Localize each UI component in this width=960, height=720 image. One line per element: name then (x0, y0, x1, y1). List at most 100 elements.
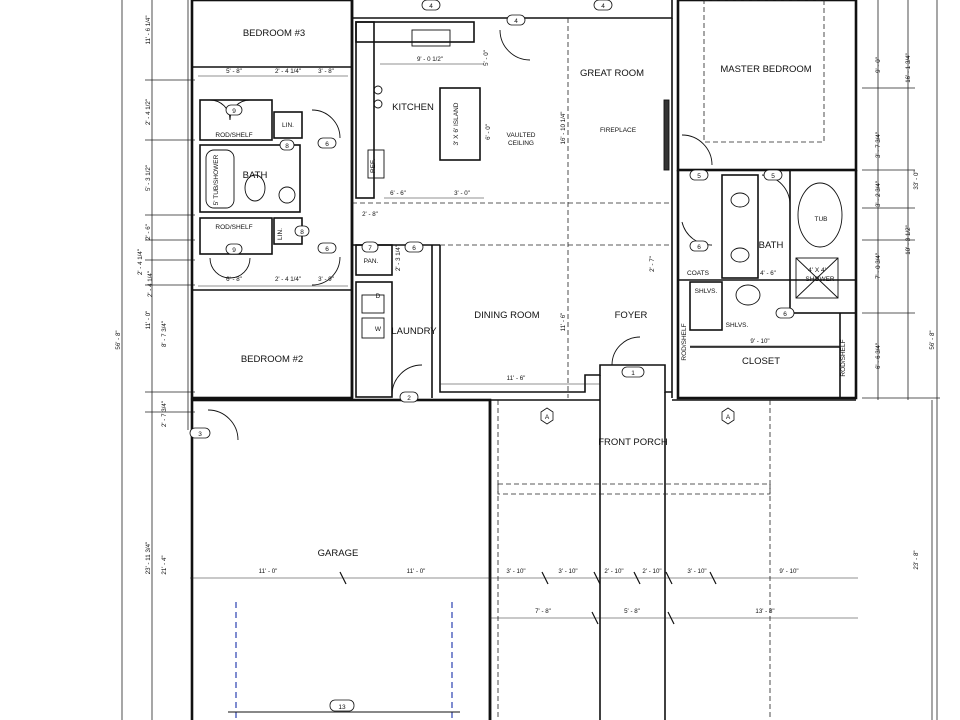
kitchen-sink (411, 29, 451, 47)
door-tag: 8 (300, 229, 304, 236)
door-tag: 9 (232, 108, 236, 115)
dim-label: 5' - 8" (226, 68, 242, 75)
dim-label: 9' - 10" (779, 568, 798, 575)
label-shlvs-2: SHLVS. (726, 322, 749, 329)
dim-label: 6' - 8" (226, 276, 242, 283)
dim-label: 11' - 6" (560, 313, 567, 332)
dim-label: 2' - 4 1/4" (275, 276, 301, 283)
door-tag: 7 (368, 245, 372, 252)
door-tag: 2 (407, 395, 411, 402)
label-rod-shelf-1: ROD/SHELF (215, 132, 252, 139)
door-tag: 6 (412, 245, 416, 252)
room-label-garage: GARAGE (318, 548, 359, 559)
dim-label: 16' - 10 1/4" (560, 112, 567, 145)
label-shower: SHOWER (805, 276, 835, 283)
section-marker-a-2: A (726, 414, 731, 421)
shower-pan (795, 257, 839, 299)
label-rod-shelf-2: ROD/SHELF (215, 224, 252, 231)
dim-labels-h: 5' - 8" 2' - 4 1/4" 3' - 8" 9' - 0 1/2" … (226, 50, 798, 615)
dim-label: 3' - 8" (318, 68, 334, 75)
section-markers: A A (540, 407, 735, 425)
dim-label: 9' - 0" (875, 57, 882, 73)
room-label-great-room: GREAT ROOM (580, 68, 644, 79)
door-tag: 13 (338, 704, 346, 711)
fixture-labels: ROD/SHELF ROD/SHELF LIN. LIN. 5' TUB/SHO… (213, 102, 847, 376)
dim-label: 11' - 0" (145, 311, 152, 330)
room-label-bedroom2: BEDROOM #2 (241, 354, 303, 365)
door-tag: 5 (697, 173, 701, 180)
label-island: 3' X 6' ISLAND (453, 102, 460, 145)
door-tag: 3 (198, 431, 202, 438)
dim-label: 10' - 3 1/2" (905, 225, 912, 255)
dim-label: 2' - 4 1/4" (137, 249, 144, 275)
dim-label: 8' - 7 3/4" (161, 321, 168, 347)
fixtures (205, 29, 843, 339)
dim-label: 3' - 10" (558, 568, 577, 575)
dim-label: 2' - 4 1/4" (275, 68, 301, 75)
door-tag: 1 (631, 370, 635, 377)
door-tag: 4 (514, 18, 518, 25)
room-label-closet: CLOSET (742, 356, 780, 367)
label-lin-2: LIN. (277, 228, 284, 240)
dim-labels-left: 11' - 6 1/4" 2' - 4 1/2" 5' - 3 1/2" 2' … (115, 15, 168, 574)
room-label-bath-2: BATH (759, 240, 784, 251)
door-tag: 9 (232, 247, 236, 254)
toilet-master (735, 284, 761, 306)
label-ref: REF. (370, 159, 377, 173)
room-label-dining-room: DINING ROOM (474, 310, 540, 321)
door-tag: 5 (771, 173, 775, 180)
dim-label: 7' - 0 3/4" (875, 253, 882, 279)
dim-label: 3' - 0" (454, 190, 470, 197)
room-label-front-porch: FRONT PORCH (598, 437, 668, 448)
dim-label: 6' - 0" (485, 124, 492, 140)
dim-label: 11' - 0" (407, 568, 426, 575)
door-swings (207, 29, 791, 441)
dim-lines-h (190, 63, 858, 619)
dim-label: 13' - 8" (755, 608, 774, 615)
dim-label: 5' - 8" (624, 608, 640, 615)
dim-label: 2' - 7" (649, 256, 656, 272)
door-tag: 6 (783, 311, 787, 318)
sink-1 (730, 192, 750, 208)
label-vaulted: VAULTED (506, 132, 535, 139)
dim-label: 2' - 7 3/4" (161, 401, 168, 427)
dim-label: 4' - 6" (760, 270, 776, 277)
label-tub: TUB (815, 216, 828, 223)
dim-label: 6' - 6 3/4" (875, 343, 882, 369)
dim-label: 9' - 0 1/2" (417, 56, 443, 63)
room-label-kitchen: KITCHEN (392, 102, 434, 113)
dim-label: 56' - 8" (929, 330, 936, 349)
label-fireplace: FIREPLACE (600, 127, 637, 134)
fireplace (663, 99, 670, 171)
label-ceiling: CEILING (508, 140, 534, 147)
label-shlvs-1: SHLVS. (695, 288, 718, 295)
label-coats: COATS (687, 270, 710, 277)
door-tags: 4 4 4 6 6 8 8 9 9 7 6 5 5 6 6 2 1 3 13 (189, 0, 795, 712)
label-washer: W (375, 326, 382, 333)
dim-label: 33' - 0" (913, 170, 920, 189)
dim-label: 23' - 11 3/4" (145, 542, 152, 575)
room-label-bath-1: BATH (243, 170, 268, 181)
door-tag: 6 (325, 141, 329, 148)
dim-label: 2' - 4 1/4" (147, 271, 154, 297)
dim-label: 2' - 4 1/2" (145, 99, 152, 125)
sink-2 (730, 247, 750, 263)
room-labels: BEDROOM #3 KITCHEN GREAT ROOM MASTER BED… (241, 28, 812, 559)
dim-label: 9' - 10" (750, 338, 769, 345)
section-marker-a-1: A (545, 414, 550, 421)
dim-label: 21' - 4" (161, 555, 168, 574)
door-tag: 6 (697, 244, 701, 251)
label-lin-1: LIN. (282, 122, 294, 129)
toilet-bath (244, 174, 266, 202)
dim-label: 23' - 8" (913, 550, 920, 569)
dim-label: 16' - 1 3/4" (905, 53, 912, 83)
label-rod-shelf-v1: ROD/SHELF (681, 323, 688, 360)
label-tub-shower: 5' TUB/SHOWER (213, 154, 220, 205)
dimension-frame (121, 0, 940, 720)
dryer (361, 294, 385, 314)
label-rod-shelf-v2: ROD/SHELF (840, 339, 847, 376)
room-label-master-bedroom: MASTER BEDROOM (720, 64, 811, 75)
refrigerator (367, 149, 385, 179)
bathtub (797, 182, 843, 248)
